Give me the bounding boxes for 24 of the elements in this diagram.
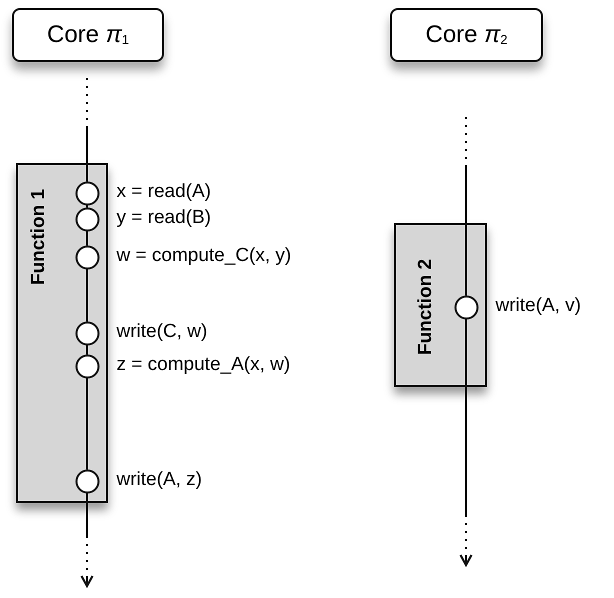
timeline-line [86, 204, 88, 208]
timeline-arrow [80, 492, 94, 588]
function-box [394, 223, 487, 387]
core-label: Core π$_{2}$ [426, 21, 508, 49]
timeline-line [86, 378, 88, 470]
function-label: Function 2 [415, 258, 437, 356]
timeline-arrow [459, 318, 473, 566]
core-label: Core π$_{1}$ [47, 21, 129, 49]
core-box [390, 8, 543, 62]
operation-label: write(A, v) [496, 295, 581, 317]
timeline-line [86, 78, 88, 182]
timeline-line [86, 230, 88, 246]
timeline-line [86, 268, 88, 322]
timeline-line [86, 344, 88, 354]
operation-label: x = read(A) [116, 181, 212, 203]
operation-label: y = read(B) [116, 207, 212, 229]
function-box [16, 163, 108, 503]
operation-label: w = compute_C(x, y) [116, 245, 292, 267]
timeline-line [465, 117, 467, 296]
operation-label: write(A, z) [116, 469, 202, 491]
operation-label: z = compute_A(x, w) [116, 354, 290, 376]
function-label: Function 1 [28, 188, 50, 286]
core-box [12, 8, 164, 62]
operation-label: write(C, w) [116, 321, 208, 343]
